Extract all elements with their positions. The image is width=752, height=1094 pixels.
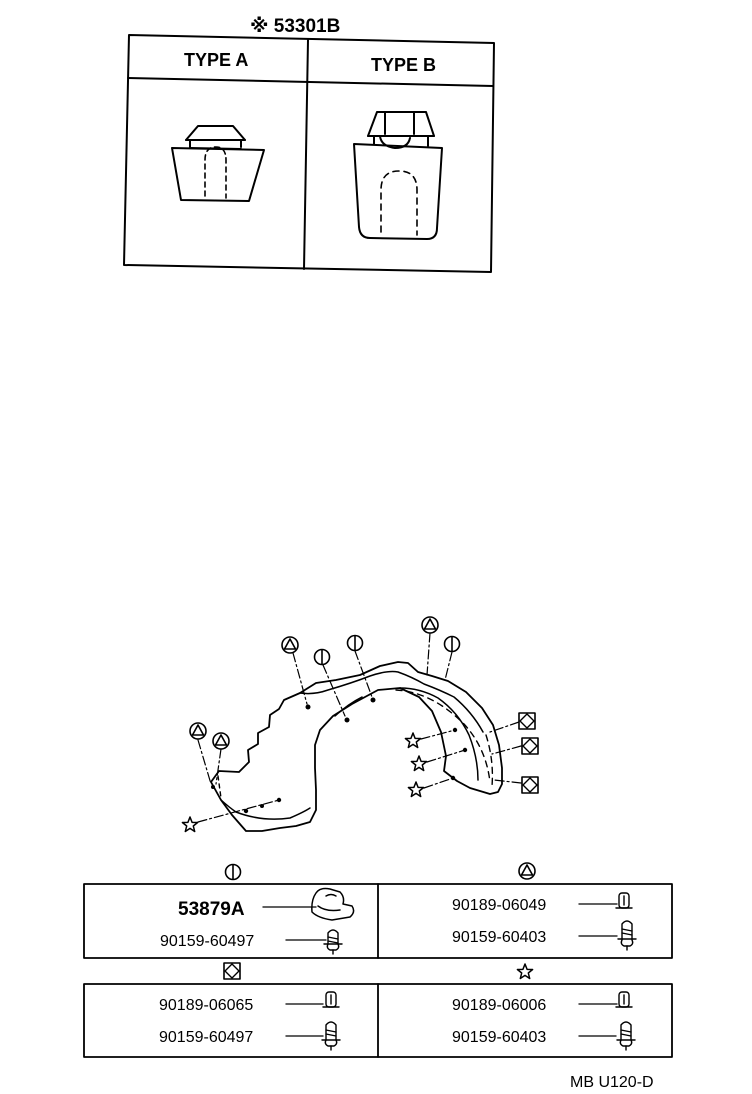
part-number: 90159-60497: [159, 1029, 253, 1046]
part-number: 90189-06049: [452, 897, 546, 914]
circle-triangle-icon: [212, 732, 230, 750]
circle-triangle-icon: [281, 636, 299, 654]
part-number: 90159-60403: [452, 1029, 546, 1046]
square-diamond-icon: [521, 776, 539, 794]
part-number: 90159-60403: [452, 929, 546, 946]
circle-triangle-icon: [421, 616, 439, 634]
diagram-code: MB U120-D: [570, 1074, 654, 1091]
table-border: [123, 34, 495, 273]
square-diamond-icon: [521, 737, 539, 755]
part-number: 90189-06065: [159, 997, 253, 1014]
star-icon: [181, 816, 199, 833]
type-b-clip-drawing: [353, 111, 443, 240]
fastener-holes: [211, 697, 468, 814]
clip-type-table: ※ 53301B TYPE A TYPE B: [123, 16, 495, 273]
clip-icon: [322, 991, 340, 1008]
type-a-label: TYPE A: [184, 50, 248, 70]
circle-bar-icon: [346, 634, 364, 652]
screw-icon: [321, 1021, 341, 1051]
clip-icon: [615, 991, 633, 1008]
star-icon: [516, 963, 534, 980]
screw-icon: [616, 1021, 636, 1051]
circle-bar-icon: [443, 635, 461, 653]
star-icon: [410, 755, 428, 772]
type-a-clip-drawing: [171, 125, 265, 202]
part-ref-label: ※ 53301B: [250, 16, 340, 37]
callout-leaders: [197, 632, 522, 823]
square-diamond-icon: [518, 712, 536, 730]
type-b-label: TYPE B: [371, 55, 436, 75]
circle-bar-icon: [313, 648, 331, 666]
square-diamond-icon: [223, 962, 241, 980]
clip-icon: [615, 892, 633, 909]
part-number: 53879A: [178, 899, 245, 920]
circle-triangle-icon: [189, 722, 207, 740]
star-icon: [407, 781, 425, 798]
part-number: 90189-06006: [452, 997, 546, 1014]
star-icon: [404, 732, 422, 749]
nut-clip-53879a-icon: [311, 887, 355, 921]
screw-icon: [323, 929, 343, 955]
screw-icon: [617, 920, 637, 951]
table-column-divider: [303, 39, 309, 270]
parts-legend: 53879A 90159-60497 90189-06049 90159-604…: [83, 862, 673, 1058]
part-number: 90159-60497: [160, 933, 254, 950]
circle-bar-icon: [224, 863, 242, 881]
circle-triangle-icon: [518, 862, 536, 880]
fender-liner-drawing: [210, 661, 503, 832]
fender-liner-outline: [210, 661, 503, 832]
table-header-divider: [127, 77, 494, 87]
